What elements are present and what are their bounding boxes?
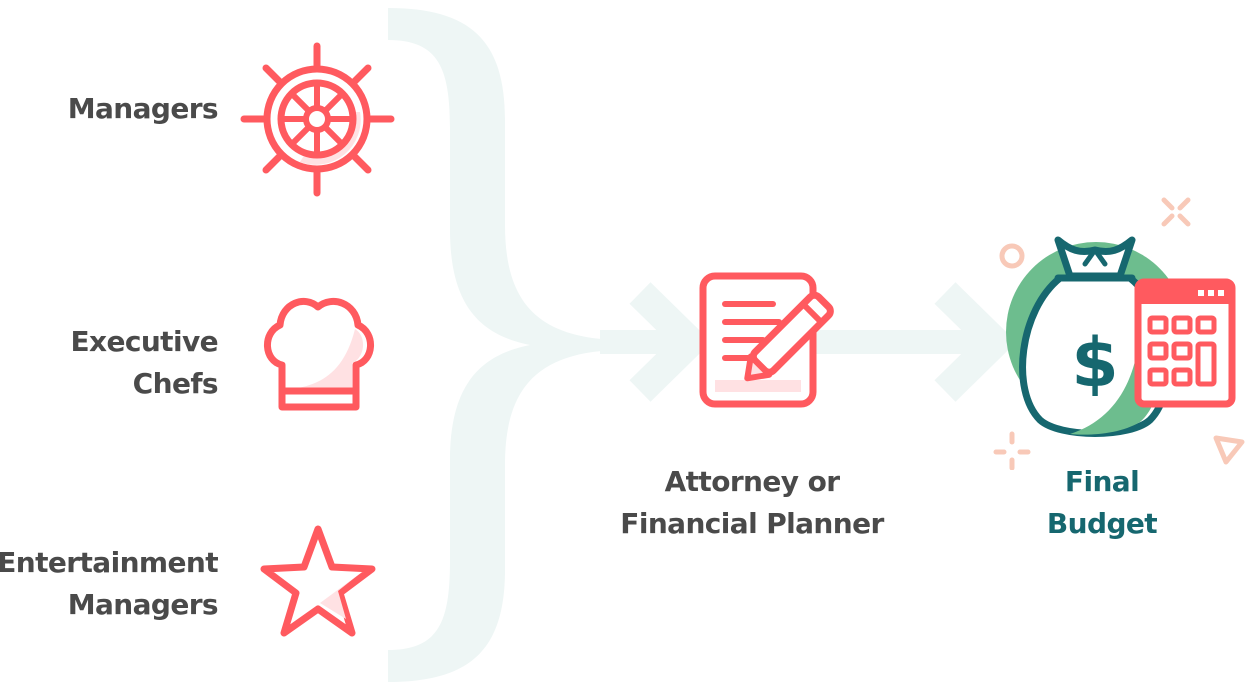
source-label-entertainment-managers: Entertainment Managers — [0, 542, 219, 626]
label-line: Managers — [67, 92, 219, 125]
label-line: Financial Planner — [620, 507, 884, 540]
chef-hat-icon — [264, 297, 374, 411]
connector-bar-2 — [815, 330, 980, 354]
chevron-arrow-icon — [629, 282, 712, 402]
money-bag-calculator-icon: $ — [993, 197, 1245, 470]
ships-wheel-icon — [240, 42, 395, 197]
sparkle-triangle-icon — [1213, 435, 1245, 465]
label-line: Executive — [70, 325, 218, 358]
chevron-arrow-icon — [934, 282, 1017, 402]
label-line: Budget — [1046, 507, 1158, 540]
curly-brace — [388, 8, 625, 682]
label-line: Final — [1064, 465, 1140, 498]
middle-label: Attorney or Financial Planner — [612, 461, 892, 545]
source-label-managers: Managers — [0, 88, 219, 130]
label-line: Entertainment — [0, 546, 219, 579]
sparkle-x-icon — [1161, 197, 1191, 227]
label-line: Attorney or — [664, 465, 840, 498]
sparkle-circle-icon — [999, 243, 1025, 269]
star-icon — [260, 525, 376, 637]
calculator-icon — [1134, 278, 1236, 408]
label-line: Managers — [67, 588, 219, 621]
sparkle-plus-icon — [993, 431, 1031, 470]
final-label: Final Budget — [1002, 461, 1202, 545]
source-label-executive-chefs: Executive Chefs — [0, 321, 218, 405]
label-line: Chefs — [132, 367, 219, 400]
document-pen-icon — [699, 272, 834, 408]
dollar-sign: $ — [1071, 324, 1118, 403]
